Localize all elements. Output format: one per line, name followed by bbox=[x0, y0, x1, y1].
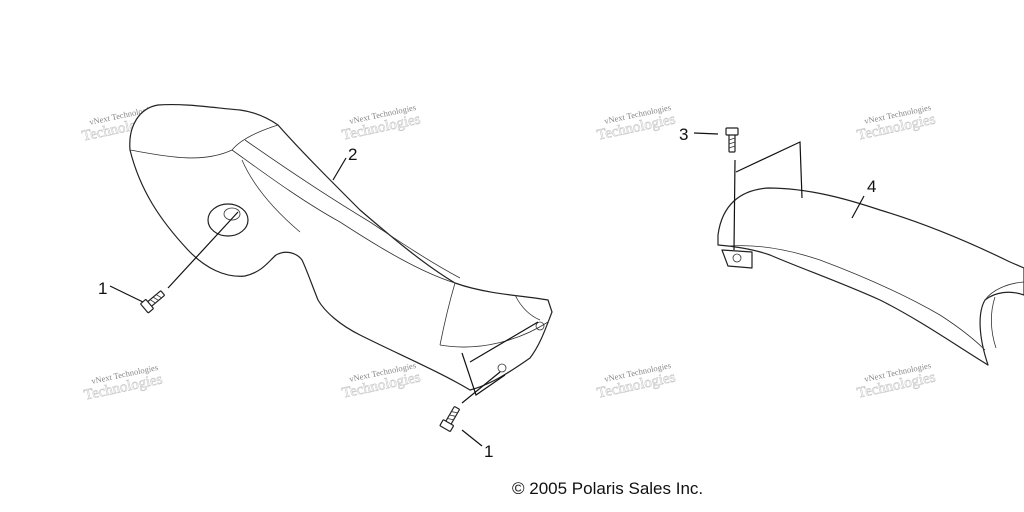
callout-3: 3 bbox=[679, 125, 688, 144]
bolt-right bbox=[725, 127, 739, 153]
watermark-6: Technologies vNext Technologies bbox=[340, 360, 422, 402]
callout-1-upper: 1 bbox=[98, 279, 107, 298]
bolt-upper-left bbox=[140, 290, 165, 314]
callout-1-lower: 1 bbox=[484, 442, 493, 461]
leader-lines-right bbox=[693, 132, 865, 251]
copyright-notice: © 2005 Polaris Sales Inc. bbox=[512, 479, 704, 498]
watermark-7: Technologies vNext Technologies bbox=[595, 360, 677, 402]
watermark-8: Technologies vNext Technologies bbox=[855, 360, 937, 402]
watermark-4: Technologies vNext Technologies bbox=[855, 102, 937, 144]
watermark-3: Technologies vNext Technologies bbox=[595, 102, 677, 144]
watermark-5: Technologies vNext Technologies bbox=[82, 362, 164, 404]
callout-2: 2 bbox=[348, 145, 357, 164]
callout-4: 4 bbox=[867, 177, 876, 196]
watermark-2: Technologies vNext Technologies bbox=[340, 102, 422, 144]
heat-shield-left bbox=[129, 103, 553, 391]
leader-lines-left bbox=[109, 157, 539, 447]
bolt-lower-left bbox=[439, 406, 460, 432]
heat-shield-right bbox=[717, 187, 1024, 366]
